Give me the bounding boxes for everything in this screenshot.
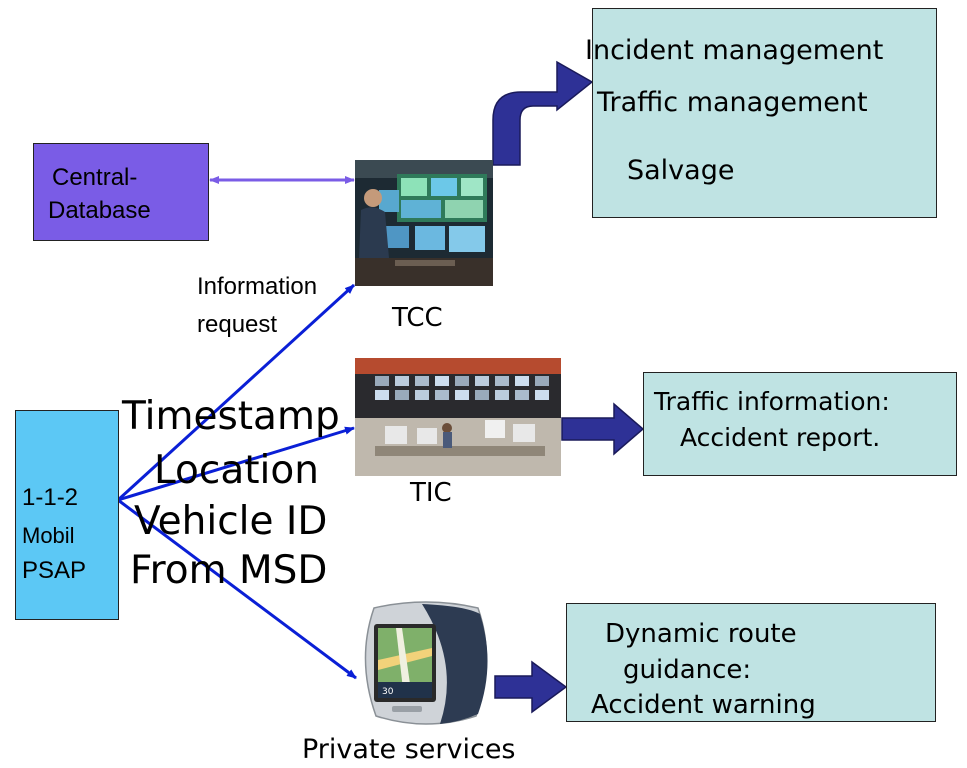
central-database-label-2: Database <box>48 197 151 224</box>
tcc-output-box: Incident management Traffic management S… <box>585 8 937 218</box>
salvage-text: Salvage <box>627 155 735 186</box>
information-request-label-2: request <box>197 311 278 338</box>
accident-warning-text: Accident warning <box>591 690 816 720</box>
msd-field-timestamp: Timestamp <box>122 394 340 439</box>
dynamic-route-text: Dynamic route <box>605 619 797 649</box>
guidance-text: guidance: <box>623 655 752 685</box>
navigation-device-image: 30 <box>364 601 488 725</box>
msd-field-from-msd: From MSD <box>130 548 328 593</box>
tic-label: TIC <box>410 478 452 508</box>
central-database-label-1: Central- <box>52 164 138 191</box>
psap-box: 1-1-2 Mobil PSAP <box>15 410 119 620</box>
information-request-label-1: Information <box>197 273 318 300</box>
psap-tcc-arrow <box>116 283 356 502</box>
private-output-box: Dynamic route guidance: Accident warning <box>566 603 936 722</box>
traffic-information-text: Traffic information: <box>654 387 890 416</box>
central-database-box: Central- Database <box>33 143 209 241</box>
tic-control-room-image <box>355 358 561 476</box>
incident-management-text: Incident management <box>585 35 884 66</box>
psap-label-2: Mobil <box>22 523 75 548</box>
msd-field-vehicle-id: Vehicle ID <box>134 499 328 544</box>
psap-tic-arrow <box>117 426 355 502</box>
psap-private-arrow <box>117 498 357 680</box>
psap-label-1: 1-1-2 <box>22 484 79 511</box>
tcc-label: TCC <box>392 303 443 333</box>
msd-field-location: Location <box>154 448 319 493</box>
tcc-control-room-image <box>355 160 493 286</box>
accident-report-text: Accident report. <box>680 423 881 452</box>
svg-text:30: 30 <box>382 687 394 697</box>
tcc-output-block-arrow <box>492 60 594 166</box>
private-services-label: Private services <box>302 734 516 765</box>
tic-output-box: Traffic information: Accident report. <box>643 372 957 476</box>
psap-label-3: PSAP <box>22 557 87 584</box>
tic-output-block-arrow <box>561 402 645 456</box>
traffic-management-text: Traffic management <box>597 87 868 118</box>
private-output-block-arrow <box>494 660 568 714</box>
